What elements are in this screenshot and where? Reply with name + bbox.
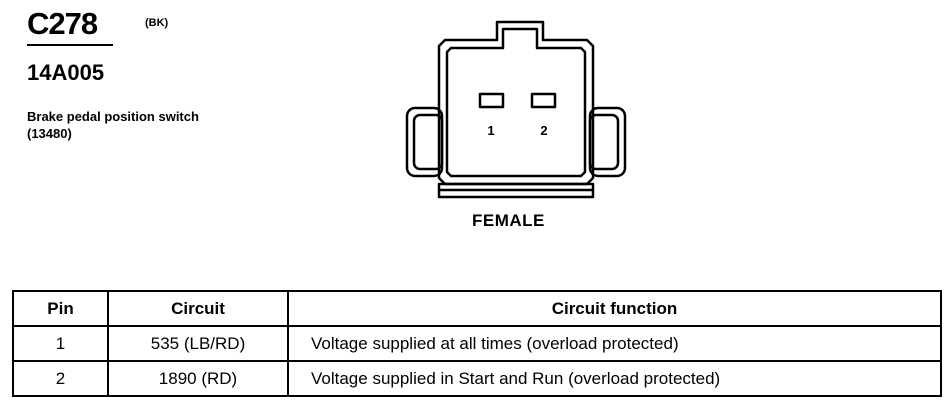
part-number: 14A005 bbox=[27, 60, 105, 85]
cell-circuit-function: Voltage supplied at all times (overload … bbox=[287, 325, 942, 362]
header-circuit-function: Circuit function bbox=[287, 290, 942, 327]
header-circuit: Circuit bbox=[107, 290, 289, 327]
pin-2-label: 2 bbox=[540, 123, 547, 138]
table-row: 1 535 (LB/RD) Voltage supplied at all ti… bbox=[12, 325, 942, 362]
connector-housing-outline bbox=[437, 20, 595, 186]
pin-2-cavity bbox=[530, 92, 557, 109]
left-latch bbox=[405, 106, 444, 178]
left-latch-inner bbox=[412, 113, 444, 171]
pinout-table: Pin Circuit Circuit function 1 535 (LB/R… bbox=[12, 290, 942, 397]
right-latch-inner bbox=[588, 113, 620, 171]
connector-id: C278 bbox=[27, 6, 98, 41]
cell-circuit: 535 (LB/RD) bbox=[107, 325, 289, 362]
header-pin: Pin bbox=[12, 290, 109, 327]
right-latch bbox=[588, 106, 627, 178]
connector-gender-label: FEMALE bbox=[472, 211, 545, 230]
color-code: (BK) bbox=[145, 17, 169, 29]
pin-1-label: 1 bbox=[487, 123, 494, 138]
title-rule bbox=[27, 44, 113, 46]
cell-circuit: 1890 (RD) bbox=[107, 360, 289, 397]
cell-pin: 2 bbox=[12, 360, 109, 397]
connector-face-drawing: 1 2 bbox=[405, 20, 627, 199]
cell-pin: 1 bbox=[12, 325, 109, 362]
table-header-row: Pin Circuit Circuit function bbox=[12, 290, 942, 327]
table-row: 2 1890 (RD) Voltage supplied in Start an… bbox=[12, 360, 942, 397]
component-description: Brake pedal position switch (13480) bbox=[27, 109, 199, 141]
pin-1-cavity bbox=[478, 92, 505, 109]
connector-housing-inner bbox=[445, 27, 587, 178]
cell-circuit-function: Voltage supplied in Start and Run (overl… bbox=[287, 360, 942, 397]
